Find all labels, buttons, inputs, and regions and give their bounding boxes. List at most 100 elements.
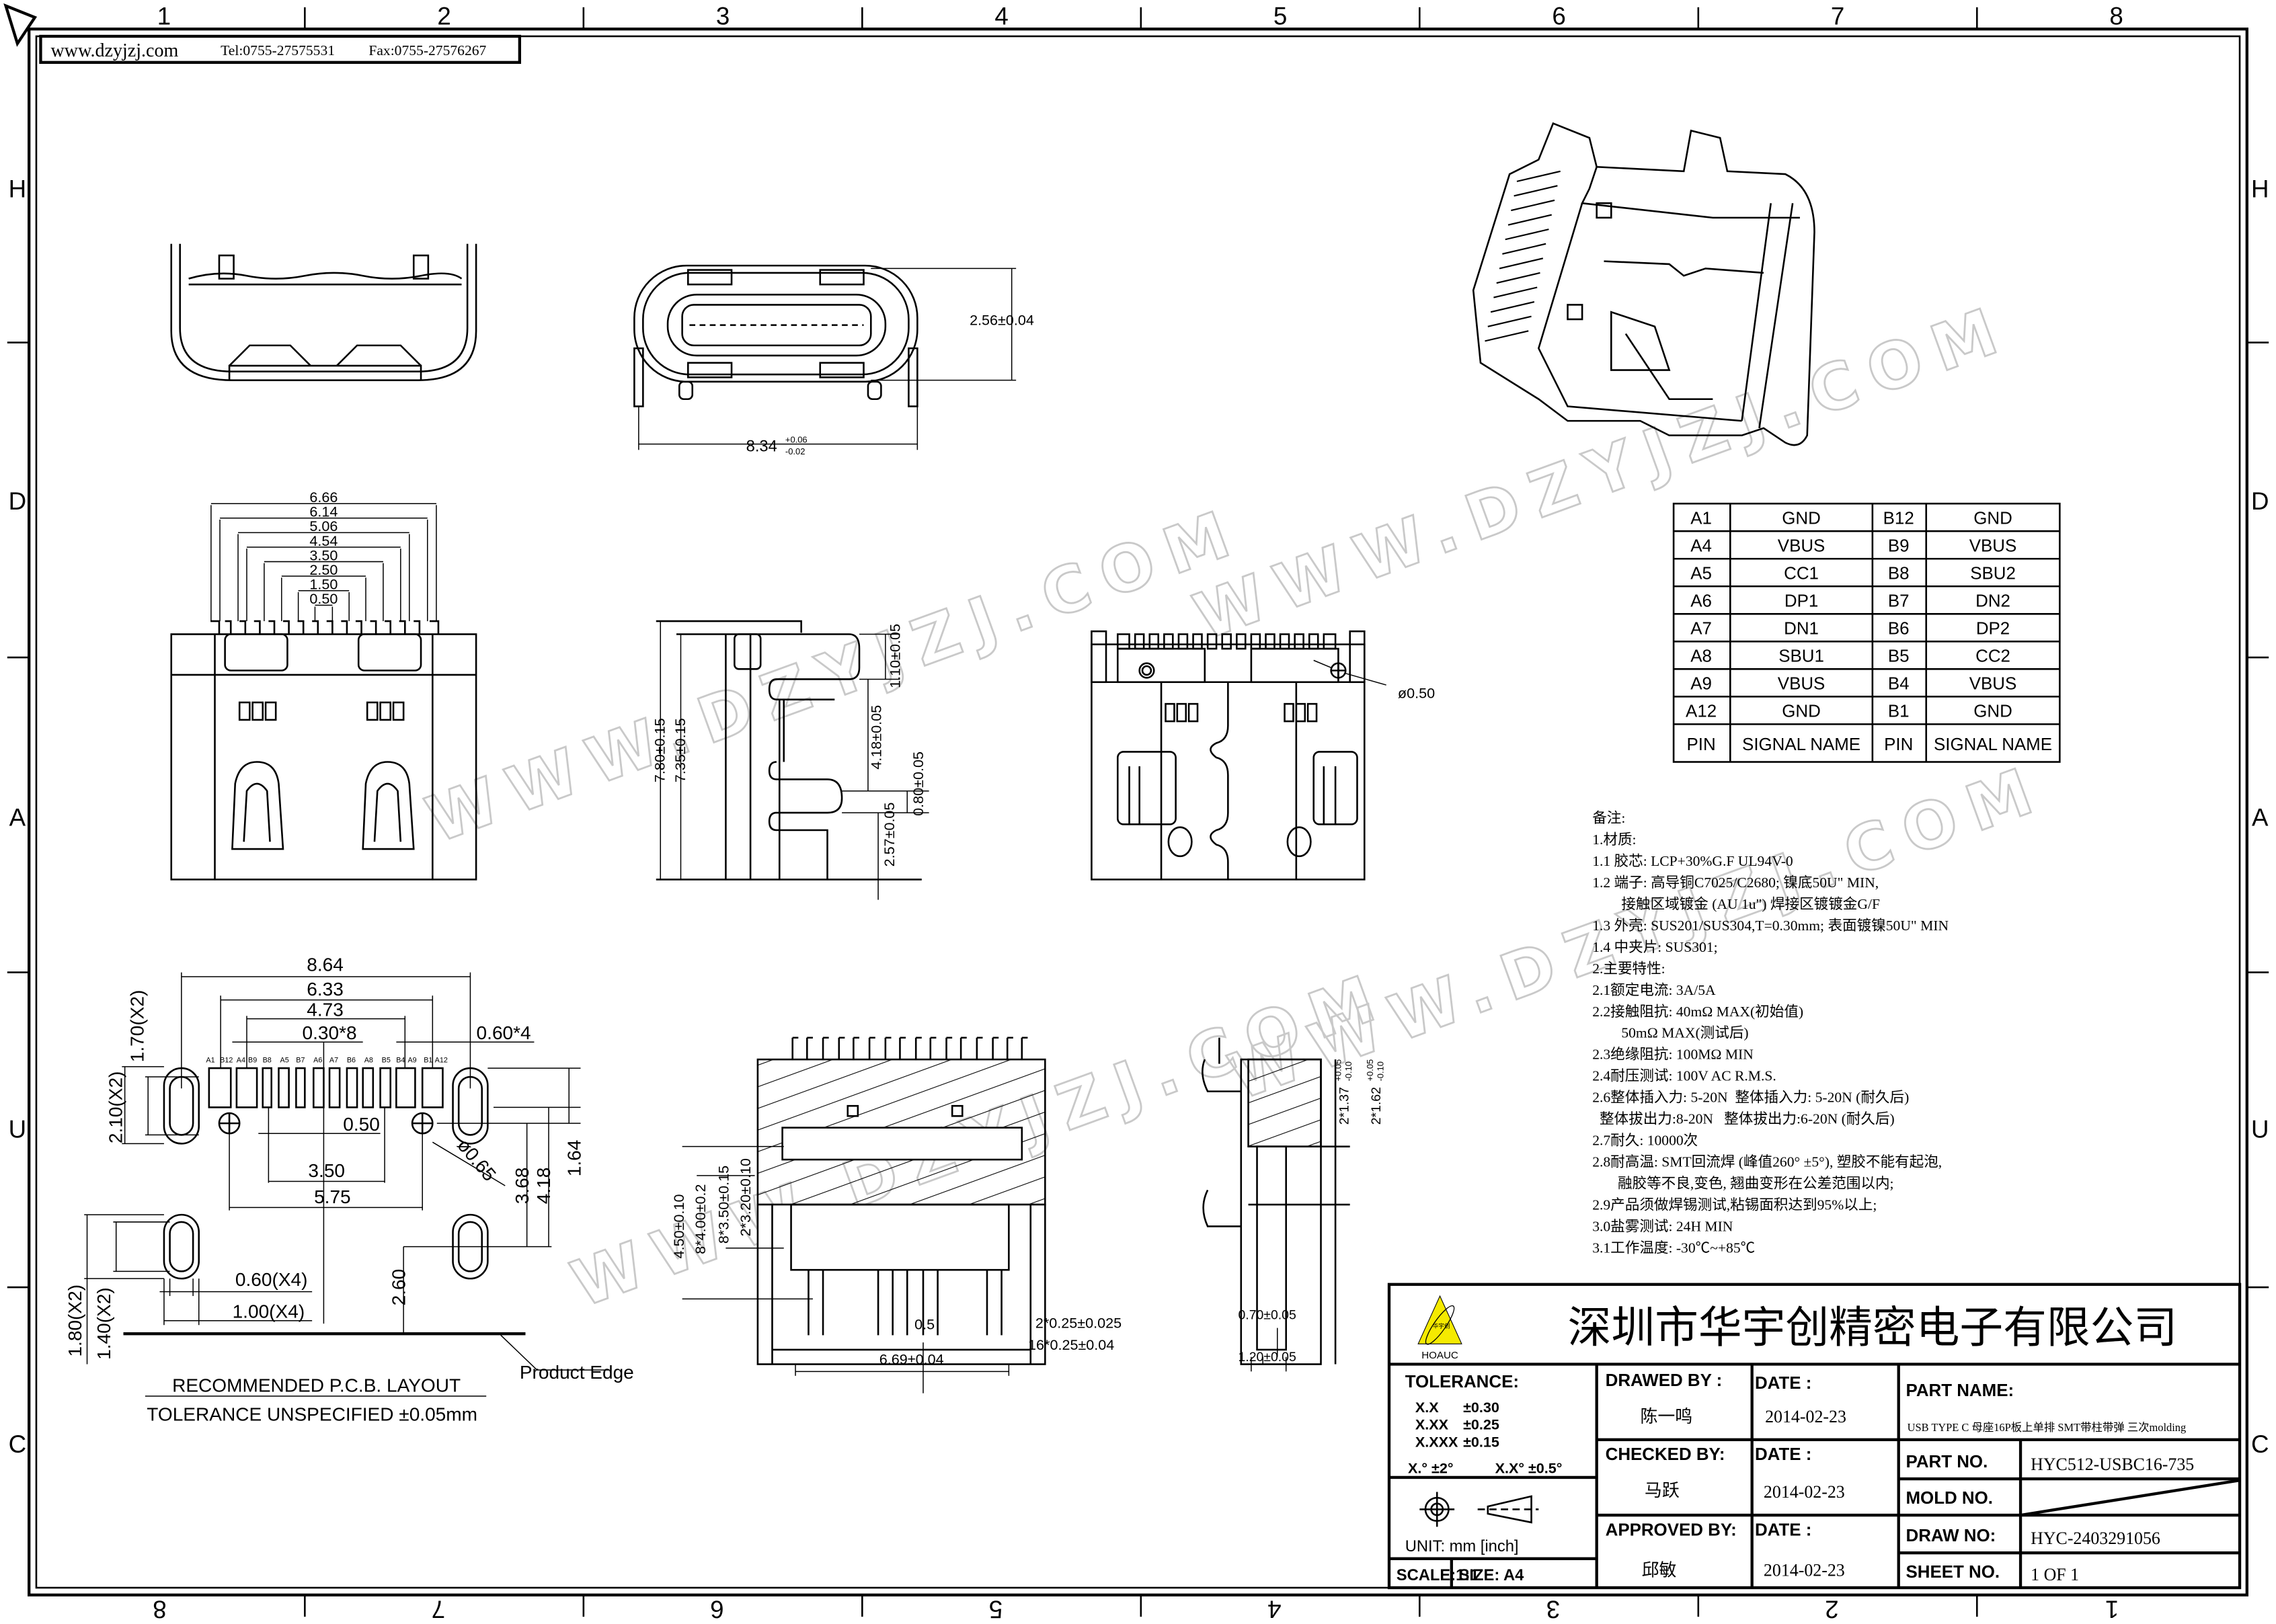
dim-label: 1.64 bbox=[564, 1140, 585, 1177]
column-number: 1 bbox=[157, 3, 171, 30]
pcb-pin-label: A9 bbox=[408, 1056, 417, 1064]
note-line: 接触区域镀金 (AU 1u") 焊接区镀镀金G/F bbox=[1592, 896, 1880, 912]
contact-header: www.dzyjzj.com Tel:0755-27575531 Fax:075… bbox=[39, 34, 522, 64]
dim-tol: +0.05 bbox=[1365, 1059, 1375, 1082]
pin-table-cell: GND bbox=[1782, 509, 1821, 528]
pcb-pin-label: A12 bbox=[435, 1056, 448, 1064]
tolerance-value: ±0.15 bbox=[1463, 1434, 1499, 1451]
column-number: 8 bbox=[153, 1595, 166, 1623]
sheet-no: 1 OF 1 bbox=[2031, 1565, 2079, 1584]
column-number: 5 bbox=[1273, 3, 1287, 30]
dim-width-tol-plus: +0.06 bbox=[785, 435, 808, 445]
dim-label: 1.50 bbox=[309, 576, 338, 593]
dim-label: 2*0.25±0.025 bbox=[1035, 1315, 1122, 1332]
approved-by: 邱敏 bbox=[1642, 1561, 1677, 1580]
isometric-view bbox=[1472, 122, 1815, 446]
pin-table-cell: B4 bbox=[1888, 675, 1910, 694]
part-no: HYC512-USBC16-735 bbox=[2031, 1455, 2194, 1474]
dim-label: 2.57±0.05 bbox=[881, 803, 898, 867]
size-label: SIZE: A4 bbox=[1459, 1567, 1525, 1584]
pin-table-cell: B9 bbox=[1888, 536, 1910, 555]
pin-table-cell: VBUS bbox=[1969, 536, 2017, 555]
dim-width-tol-minus: -0.02 bbox=[785, 446, 805, 456]
dim-label: 6.33 bbox=[307, 979, 344, 1000]
tolerance-format: X.XXX bbox=[1415, 1434, 1458, 1451]
dim-label: 16*0.25±0.04 bbox=[1028, 1336, 1114, 1353]
dim-label: 5.75 bbox=[314, 1186, 351, 1207]
note-line: 50mΩ MAX(测试后) bbox=[1592, 1025, 1748, 1041]
svg-text:WWW.DZYJZJ.COM: WWW.DZYJZJ.COM bbox=[418, 493, 1253, 858]
dim-label: 2*1.62 bbox=[1369, 1087, 1384, 1125]
dim-label: 3.68 bbox=[512, 1168, 533, 1205]
dim-tol: -0.10 bbox=[1343, 1061, 1353, 1082]
angle-tolerance: X.° ±2° bbox=[1408, 1459, 1453, 1476]
svg-text:华宇创: 华宇创 bbox=[1433, 1322, 1450, 1330]
note-line: 2.9产品须做焊锡测试,粘锡面积达到95%以上; bbox=[1592, 1196, 1877, 1213]
dim-label: 1.20±0.05 bbox=[1239, 1350, 1296, 1365]
tolerance-format: X.XX bbox=[1415, 1416, 1449, 1433]
dim-label: 0.50 bbox=[343, 1114, 380, 1135]
dim-label: 0.30*8 bbox=[302, 1022, 356, 1043]
pin-pitch-view: 6.66 6.14 5.06 4.54 3.50 2.50 1.50 0.50 bbox=[170, 489, 477, 881]
dim-label: 4.50±0.10 bbox=[670, 1194, 687, 1258]
pin-table-cell: SBU2 bbox=[1970, 564, 2016, 583]
pin-table-cell: GND bbox=[1973, 509, 2012, 528]
dim-label: 4.18 bbox=[533, 1168, 554, 1205]
part-no-label: PART NO. bbox=[1906, 1453, 1988, 1471]
column-number: 7 bbox=[432, 1595, 445, 1623]
pcb-pin-label: A4 bbox=[237, 1056, 245, 1064]
notes-block: 备注:1.材质:1.1 胶芯: LCP+30%G.F UL94V-01.2 端子… bbox=[1592, 810, 1949, 1256]
projection-symbol-icon bbox=[1419, 1492, 1539, 1527]
row-letter: H bbox=[2251, 175, 2269, 203]
pcb-pin-label: A5 bbox=[280, 1056, 289, 1064]
pin-table-header: SIGNAL NAME bbox=[1742, 735, 1860, 754]
approved-by-label: APPROVED BY: bbox=[1606, 1520, 1737, 1539]
dim-label: 3.50 bbox=[308, 1160, 345, 1181]
pcb-pin-label: B4 bbox=[396, 1056, 405, 1064]
row-letter: C bbox=[2251, 1430, 2269, 1458]
part-name-label: PART NAME: bbox=[1906, 1381, 2014, 1400]
row-letter: A bbox=[9, 804, 26, 831]
note-line: 1.3 外壳: SUS201/SUS304,T=0.30mm; 表面镀镍50U"… bbox=[1592, 918, 1949, 934]
column-number: 8 bbox=[2109, 3, 2123, 30]
pcb-tolerance-note: TOLERANCE UNSPECIFIED ±0.05mm bbox=[147, 1404, 477, 1425]
dim-label: 0.80±0.05 bbox=[910, 752, 927, 816]
fax-text: Fax:0755-27576267 bbox=[368, 42, 486, 58]
dim-label: 2.50 bbox=[309, 561, 338, 578]
dim-label: 8*3.50±0.15 bbox=[715, 1166, 732, 1244]
pin-table-cell: A4 bbox=[1690, 536, 1712, 555]
column-number: 2 bbox=[1825, 1595, 1838, 1623]
note-line: 2.6整体插入力: 5-20N 整体插入力: 5-20N (耐久后) bbox=[1592, 1090, 1909, 1106]
scale-label: SCALE:1:1 bbox=[1397, 1567, 1479, 1584]
column-number: 5 bbox=[989, 1595, 1003, 1623]
dim-label: 7.35±0.15 bbox=[672, 718, 689, 782]
column-number: 2 bbox=[437, 3, 450, 30]
pin-table-cell: DN2 bbox=[1975, 592, 2010, 610]
dim-label: 1.40(X2) bbox=[93, 1287, 114, 1360]
drawed-by-label: DRAWED BY : bbox=[1606, 1371, 1723, 1390]
note-line: 1.4 中夹片: SUS301; bbox=[1592, 939, 1717, 955]
side-view: 7.80±0.15 7.35±0.15 1.10±0.05 4.18±0.05 … bbox=[652, 620, 929, 900]
pin-table-cell: B6 bbox=[1888, 620, 1910, 639]
tolerance-value: ±0.25 bbox=[1463, 1416, 1499, 1433]
pin-table-cell: A8 bbox=[1690, 647, 1712, 666]
dim-label: 1.80(X2) bbox=[65, 1285, 85, 1357]
pin-table-cell: CC2 bbox=[1975, 647, 2010, 666]
draw-no-label: DRAW NO: bbox=[1906, 1527, 1996, 1545]
note-line: 2.1额定电流: 3A/5A bbox=[1592, 982, 1716, 998]
column-number: 4 bbox=[1267, 1595, 1281, 1623]
dim-label: 0.70±0.05 bbox=[1239, 1308, 1296, 1323]
pcb-layout-title: RECOMMENDED P.C.B. LAYOUT bbox=[172, 1375, 461, 1396]
drawing-frame: 1 2 3 4 5 6 7 8 1 2 3 4 5 6 7 8 H D A U … bbox=[3, 3, 2269, 1623]
dim-label: 8.64 bbox=[307, 954, 344, 975]
pin-table-cell: SBU1 bbox=[1778, 647, 1824, 666]
dim-width: 8.34 bbox=[746, 438, 777, 455]
side-section-view: 2*1.37 +0.05 -0.10 2*1.62 +0.05 -0.10 0.… bbox=[1202, 1037, 1385, 1372]
pin-table-header: PIN bbox=[1687, 735, 1716, 754]
dim-label: 4.54 bbox=[309, 532, 338, 549]
dim-label: 0.50 bbox=[309, 590, 338, 607]
dim-label: 2.10(X2) bbox=[105, 1071, 126, 1144]
title-block: 华宇创 HOAUC 深圳市华宇创精密电子有限公司 TOLERANCE: DRAW… bbox=[1387, 1283, 2242, 1590]
